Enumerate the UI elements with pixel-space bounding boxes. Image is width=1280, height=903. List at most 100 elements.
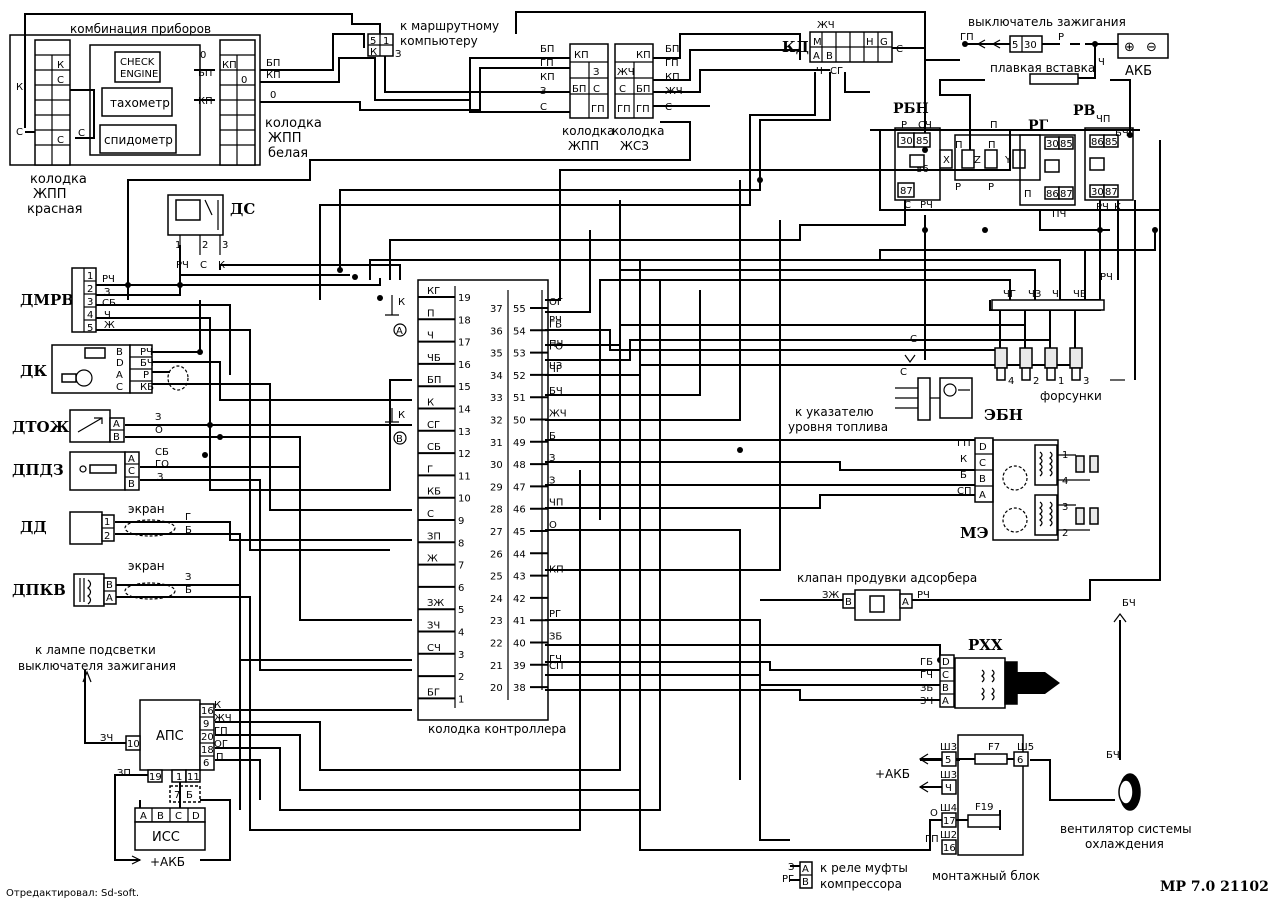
controller-pin-number: 18 — [458, 315, 471, 326]
controller-mid-pin-number: 36 — [490, 326, 503, 337]
mounting-block: Ш3 5 Ш3 Ч Ш4 17 Ш2 16 Ш5 6 О ГП F7 F19 +… — [875, 734, 1040, 883]
controller-pin-wire: РГ — [549, 609, 561, 620]
instrument-cluster-title: комбинация приборов — [70, 22, 211, 36]
canister-purge-valve: клапан продувки адсорбера В А ЗЖ РЧ — [797, 571, 977, 621]
controller-pin-wire: ЧГ — [549, 364, 562, 375]
rg-pin-30: 30 — [1046, 139, 1059, 150]
canister-label: клапан продувки адсорбера — [797, 571, 977, 585]
kd-pin-a: А — [813, 51, 820, 62]
dk-wire-r: Р — [143, 370, 149, 381]
aps-pin-11: 11 — [187, 772, 200, 783]
fuse-link-label: плавкая вставка — [990, 61, 1095, 75]
zhpp-pin-s: С — [593, 84, 600, 95]
rg-wire-pch: ПЧ — [1052, 209, 1066, 220]
zhsz-wire-s: С — [665, 102, 672, 113]
controller-pin-wire: ЗП — [427, 531, 441, 542]
relay-bridge-xyz: X Z Y П П Р Р П — [939, 120, 1041, 193]
controller-pin-number: 12 — [458, 449, 471, 460]
ground-wire-k1: К — [398, 297, 405, 308]
injector-num-3: 3 — [1083, 376, 1089, 387]
me-pin-s: С — [979, 458, 986, 469]
zhpp-wire-s: С — [540, 102, 547, 113]
dpdz-wire-go: ГО — [155, 459, 169, 470]
me-wire-k: К — [960, 454, 967, 465]
controller-pin-number: 16 — [458, 360, 471, 371]
controller-pin-wire: ЧБ — [427, 353, 441, 364]
kd-wire-s: С — [896, 44, 903, 55]
rxx-label: РХХ — [968, 636, 1003, 654]
dpkv-pin-v: В — [106, 580, 113, 591]
me-pin-a: А — [979, 490, 986, 501]
zhpp-pin-gp: ГП — [591, 104, 605, 115]
controller-pin-wire: БГ — [427, 687, 440, 698]
tachometer-label: тахометр — [110, 96, 170, 110]
controller-pin-wire: БЧ — [549, 386, 563, 397]
rbn-wire-rch: РЧ — [920, 200, 933, 211]
rg-label: РГ — [1028, 118, 1049, 134]
ds-wire-s: С — [200, 260, 207, 271]
dd-label: ДД — [20, 518, 47, 536]
cluster-wire-s3: С — [78, 128, 85, 139]
lamp-label-line2: выключателя зажигания — [18, 659, 176, 673]
controller-pin-number: 19 — [458, 293, 471, 304]
fuel-gauge-line2: уровня топлива — [788, 420, 888, 434]
dmrv-label: ДМРВ — [20, 291, 74, 309]
zhpp-wire-kp: КП — [540, 72, 555, 83]
bus-r-2: Р — [988, 182, 994, 193]
fan-wire-top: БЧ — [1122, 598, 1136, 609]
bridge-y: Y — [1004, 155, 1012, 166]
controller-pin-number: 52 — [513, 371, 526, 382]
me-wire-sp: СП — [957, 486, 972, 497]
dtozh-label: ДТОЖ — [12, 418, 70, 436]
controller-pin-wire: О — [549, 520, 557, 531]
ignition-switch: выключатель зажигания 5 30 ГП Р — [960, 15, 1126, 53]
rv-pin-87: 87 — [1105, 187, 1118, 198]
mb-pin-sh3b: Ш3 — [940, 770, 957, 781]
injectors: ЧГ ЧЗ Ч ЧБ 4 2 1 3 форсунки — [991, 289, 1105, 403]
ground-mark-b: В — [396, 434, 403, 445]
cluster-out-bp: БП — [266, 58, 280, 69]
controller-extra-wire: СП — [549, 661, 564, 672]
lamp-label-line1: к лампе подсветки — [35, 643, 156, 657]
bus-p-3: П — [990, 120, 998, 131]
route-computer-connector: 5 1 К З к маршрутному компьютеру — [367, 19, 499, 60]
controller-pin-wire: П — [427, 308, 435, 319]
controller-pin-number: 55 — [513, 304, 526, 315]
battery-minus-icon: ⊖ — [1146, 40, 1157, 55]
controller-pin-wire: СБ — [427, 442, 441, 453]
controller-pin-number: 45 — [513, 527, 526, 538]
dk-pin-v: В — [116, 347, 123, 358]
relay-rbn: 30 85 86 87 Р СЧ С РЧ — [894, 120, 941, 211]
iss-plus-akb: +АКБ — [150, 855, 185, 869]
instrument-cluster: комбинация приборов CHECK ENGINE тахомет… — [9, 22, 281, 166]
controller-pin-number: 41 — [513, 616, 526, 627]
kd-pin-m: М — [813, 37, 822, 48]
fuse-link: плавкая вставка Ч — [990, 57, 1105, 85]
route-pin-5: 5 — [370, 36, 376, 47]
controller-pin-wire: З — [549, 475, 555, 486]
model-label: МР 7.0 21102 — [1160, 879, 1269, 895]
route-computer-line2: компьютеру — [400, 34, 478, 48]
kd-wire-ch: Ч — [816, 66, 823, 77]
controller-pin-number: 39 — [513, 661, 526, 672]
me-pin-d: D — [979, 442, 987, 453]
zhpp-wire-z: З — [540, 86, 546, 97]
dd-pin-2: 2 — [104, 531, 110, 542]
dpdz-pin-v: В — [128, 479, 135, 490]
injector-3: 3 — [1069, 347, 1089, 387]
mb-pin-sh4: Ш4 — [940, 803, 957, 814]
ign-wire-r: Р — [1058, 32, 1064, 43]
dk-wire-bch: БЧ — [140, 358, 154, 369]
relay-block: РБН РГ РВ 30 85 86 87 Р СЧ С РЧ X Z Y — [893, 101, 1134, 283]
controller-mid-pin-number: 22 — [490, 639, 503, 650]
dpdz-wire-z: З — [157, 472, 163, 483]
relay-rv: 86 85 30 87 ЧП БЧ РЧ К — [1084, 114, 1134, 213]
rxx-pin-v: В — [942, 683, 949, 694]
controller-mid-pin-number: 21 — [490, 661, 503, 672]
zhpp-white-line3: белая — [268, 146, 308, 161]
zhpp-label-line1: колодка — [562, 124, 615, 138]
immobilizer-aps: АПС 16 9 20 18 6 К ЖЧ ГП ОГ П 10 ЗЧ 19 1… — [18, 643, 232, 783]
controller-mid-pin-number: 31 — [490, 438, 503, 449]
controller-extra-wire: ПЧ — [549, 339, 563, 350]
kd-wire-zhch: ЖЧ — [817, 20, 835, 31]
